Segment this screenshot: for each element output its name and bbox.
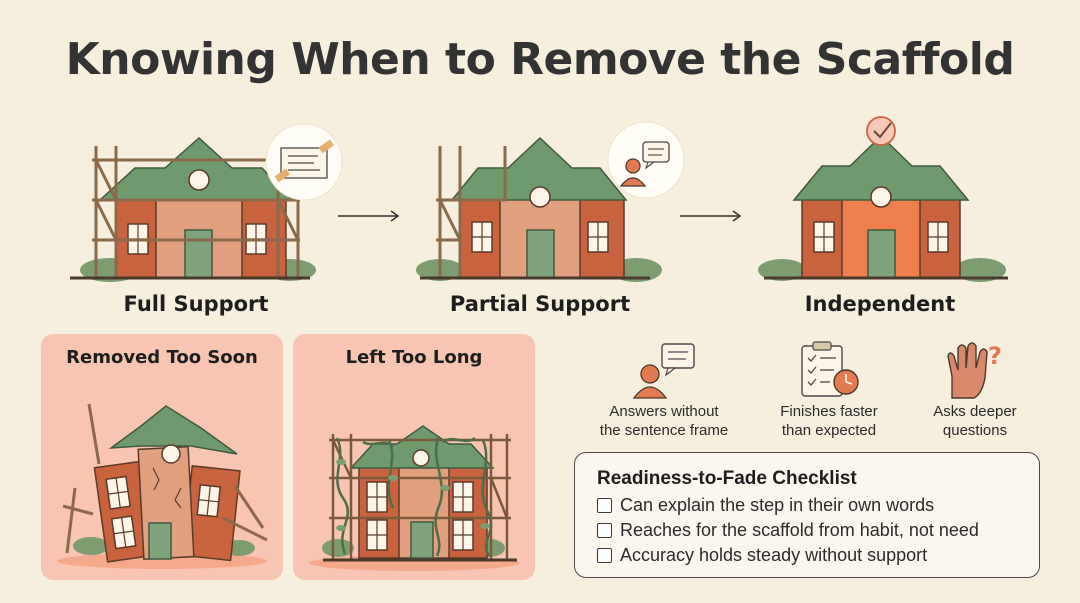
readiness-signs-icons: ? <box>632 341 1002 399</box>
clipboard-clock-icon <box>801 341 859 397</box>
sign-asks-deeper-questions: Asks deeper questions <box>933 403 1017 439</box>
readiness-checklist: Readiness-to-Fade Checklist Can explain … <box>574 452 1040 578</box>
raised-hand-question-icon: ? <box>947 342 1002 399</box>
checklist-item: Accuracy holds steady without support <box>597 545 927 566</box>
checkmark-badge-icon <box>866 116 896 146</box>
independent-house-icon <box>758 134 1008 282</box>
person-speech-icon <box>607 121 685 199</box>
partial-support-house-icon <box>416 136 662 282</box>
stage-label-full-support: Full Support <box>123 292 269 316</box>
person-speech-icon <box>632 343 695 399</box>
removed-too-soon-panel: Removed Too Soon <box>41 334 283 580</box>
arrow-right-icon <box>680 210 742 222</box>
stage-label-independent: Independent <box>804 292 956 316</box>
panel-title-left-too-long: Left Too Long <box>345 347 483 368</box>
sign-answers-without-frame: Answers without the sentence frame <box>599 403 729 439</box>
page-title: Knowing When to Remove the Scaffold <box>65 34 1015 85</box>
checkbox[interactable] <box>597 548 612 563</box>
svg-text:?: ? <box>988 342 1002 370</box>
left-too-long-panel: Left Too Long <box>293 334 535 580</box>
stages-illustration <box>70 116 1008 282</box>
checklist-title: Readiness-to-Fade Checklist <box>597 468 857 489</box>
overgrown-scaffold-house-icon <box>309 425 519 571</box>
checklist-item: Reaches for the scaffold from habit, not… <box>597 520 979 541</box>
panel-title-removed-too-soon: Removed Too Soon <box>66 347 258 368</box>
checkbox[interactable] <box>597 523 612 538</box>
checklist-item: Can explain the step in their own words <box>597 495 934 516</box>
stage-label-partial-support: Partial Support <box>449 292 631 316</box>
sign-finishes-faster: Finishes faster than expected <box>780 403 878 439</box>
instruction-note-icon <box>265 123 343 201</box>
checkbox[interactable] <box>597 498 612 513</box>
arrow-right-icon <box>338 210 400 222</box>
collapsed-house-icon <box>57 403 268 569</box>
